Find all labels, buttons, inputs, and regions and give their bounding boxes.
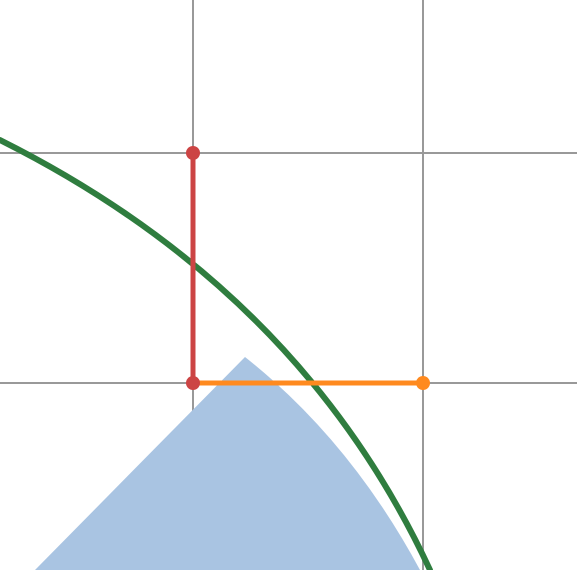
orange-end-point [416, 376, 430, 390]
blue-filled-region [35, 357, 420, 570]
green-circle-arc [0, 137, 433, 573]
red-corner-point [186, 376, 200, 390]
red-top-point [186, 146, 200, 160]
